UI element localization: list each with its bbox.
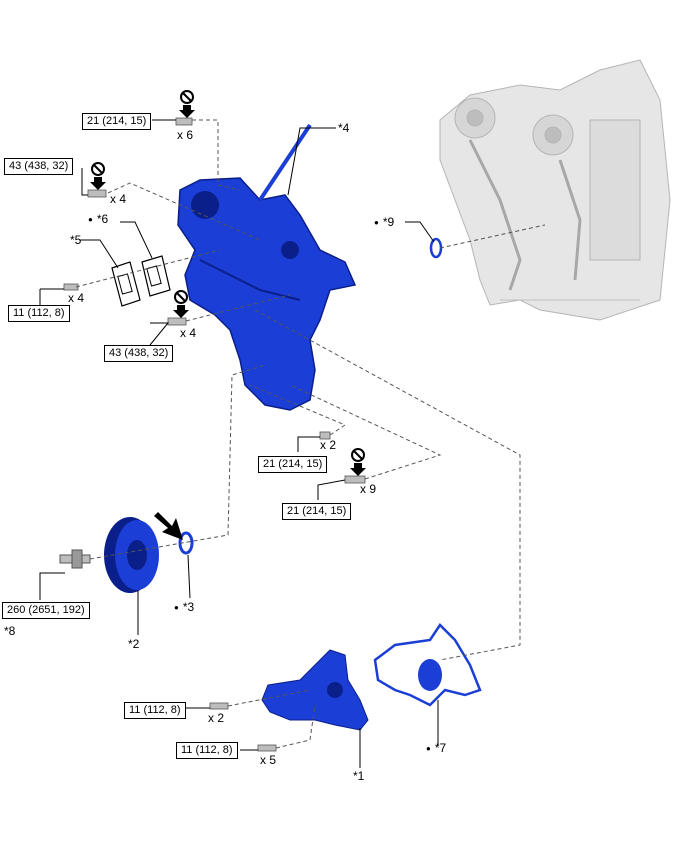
quantity-label: x 4: [68, 291, 85, 305]
pulley-bolt: [59, 549, 91, 569]
quantity-label: x 2: [320, 438, 337, 452]
install-direction-arrow: [154, 512, 183, 540]
part-label-6: *6: [88, 212, 108, 228]
torque-spec-box: 43 (438, 32): [4, 158, 74, 175]
torque-spec-box: 21 (214, 15): [258, 456, 328, 473]
oil-seal-9: [429, 237, 443, 259]
torque-spec-box: 43 (438, 32): [104, 345, 174, 362]
crankshaft-pulley: [104, 517, 159, 593]
quantity-label: x 9: [360, 482, 377, 496]
no-reuse-symbols: [91, 90, 365, 462]
torque-spec-box: 11 (112, 8): [176, 742, 238, 759]
quantity-label: x 2: [208, 711, 225, 725]
part-label-9: *9: [374, 215, 394, 231]
torque-spec-box: 260 (2651, 192): [2, 602, 90, 619]
timing-chain-cover: [177, 123, 357, 411]
part-label-5: *5: [70, 233, 82, 247]
part-label-7: *7: [426, 741, 446, 757]
water-pump-gasket: [373, 623, 482, 707]
engine-block-illustration: [439, 59, 671, 321]
part-label-8: *8: [4, 624, 16, 638]
part-label-2: *2: [128, 637, 140, 651]
part-label-1: *1: [353, 769, 365, 783]
gasket-5: [111, 261, 141, 307]
gasket-6: [141, 255, 171, 297]
torque-spec-box: 11 (112, 8): [124, 702, 186, 719]
water-pump: [261, 649, 369, 731]
leader-lines: [39, 119, 439, 768]
quantity-label: x 4: [110, 192, 127, 206]
down-arrows: [90, 105, 366, 476]
part-label-3: *3: [174, 600, 194, 616]
quantity-label: x 6: [177, 128, 194, 142]
quantity-label: x 5: [260, 753, 277, 767]
quantity-label: x 4: [180, 326, 197, 340]
torque-spec-box: 21 (214, 15): [82, 113, 152, 130]
torque-spec-box: 11 (112, 8): [8, 305, 70, 322]
torque-spec-box: 21 (214, 15): [282, 503, 352, 520]
assembly-lines: [75, 119, 546, 749]
part-label-4: *4: [338, 121, 350, 135]
